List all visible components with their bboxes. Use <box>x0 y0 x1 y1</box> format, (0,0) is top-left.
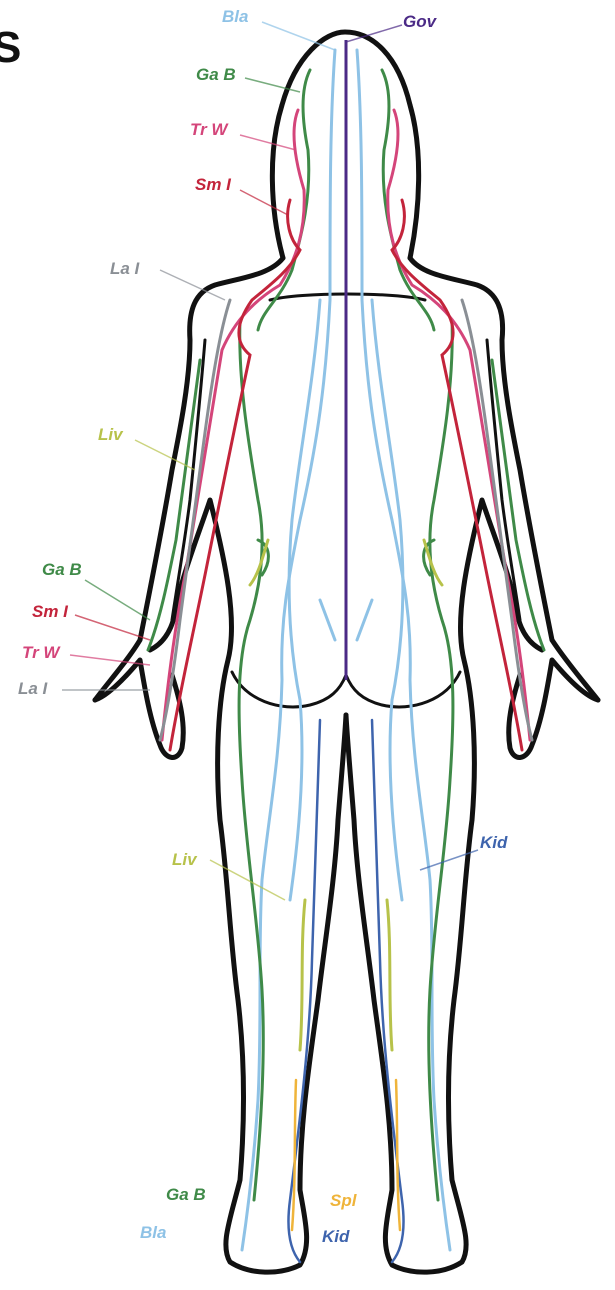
leader-smi-top <box>240 190 288 215</box>
title-fragment: S <box>0 23 21 72</box>
label-gab-arm: Ga B <box>42 560 82 579</box>
label-spl-foot: Spl <box>330 1191 358 1210</box>
label-lai-arm: La I <box>18 679 49 698</box>
leader-liv-leg <box>210 860 285 900</box>
label-bla-top: Bla <box>222 7 248 26</box>
leader-gab-arm <box>85 580 150 620</box>
kidney-meridian <box>288 720 403 1262</box>
label-smi-top: Sm I <box>195 175 232 194</box>
label-kid-leg: Kid <box>480 833 508 852</box>
label-bla-foot: Bla <box>140 1223 166 1242</box>
label-gab-top: Ga B <box>196 65 236 84</box>
label-kid-foot: Kid <box>322 1227 350 1246</box>
label-lai-top: La I <box>110 259 141 278</box>
label-liv-arm: Liv <box>98 425 124 444</box>
label-trw-top: Tr W <box>190 120 229 139</box>
label-liv-leg: Liv <box>172 850 198 869</box>
label-gab-foot: Ga B <box>166 1185 206 1204</box>
leader-trw-top <box>240 135 296 150</box>
leader-smi-arm <box>75 615 150 640</box>
label-trw-arm: Tr W <box>22 643 61 662</box>
label-smi-arm: Sm I <box>32 602 69 621</box>
label-gov: Gov <box>403 12 438 31</box>
